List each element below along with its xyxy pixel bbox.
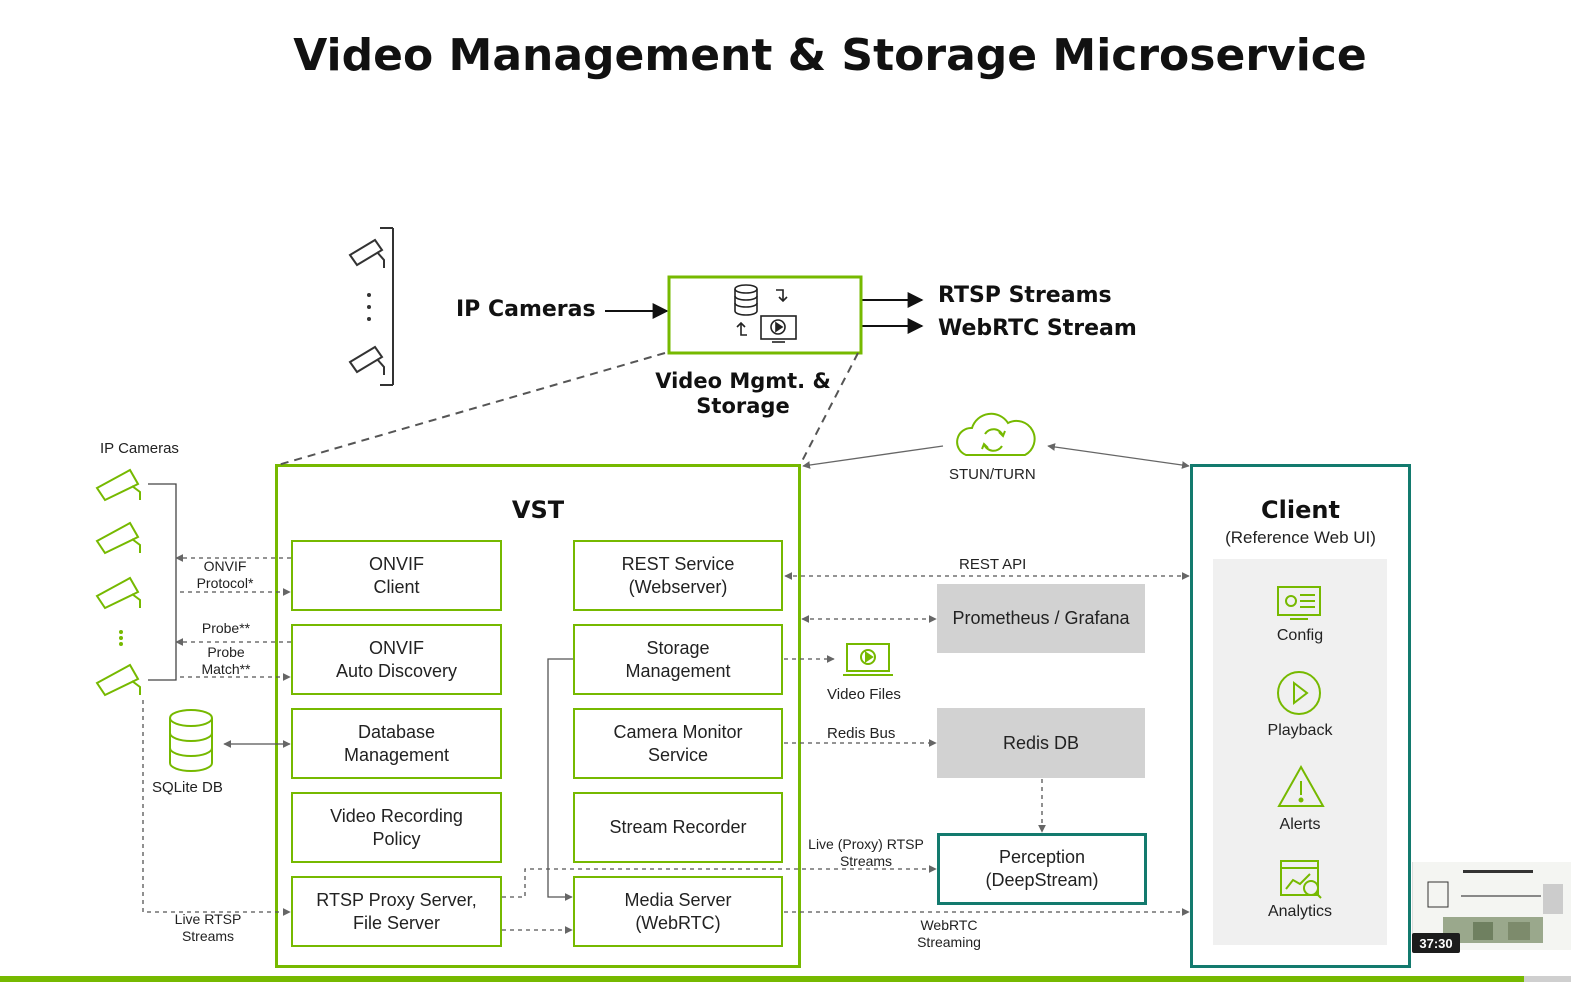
rest-service-module: REST Service (Webserver) xyxy=(573,540,783,611)
camera-monitor-module: Camera Monitor Service xyxy=(573,708,783,779)
storage-management-module: Storage Management xyxy=(573,624,783,695)
stream-recorder-module: Stream Recorder xyxy=(573,792,783,863)
video-files-icon xyxy=(843,643,893,676)
onvif-protocol-label: ONVIF Protocol* xyxy=(196,558,254,591)
video-files-label: Video Files xyxy=(827,686,901,703)
left-ip-cameras-label: IP Cameras xyxy=(100,440,179,457)
config-icon xyxy=(1277,586,1321,620)
swap-arrows-icon xyxy=(736,289,788,336)
rtsp-proxy-module: RTSP Proxy Server, File Server xyxy=(291,876,502,947)
cloud-sync-icon xyxy=(956,412,1036,456)
zoom-line-left xyxy=(277,352,666,466)
database-management-module: Database Management xyxy=(291,708,502,779)
overview-ip-cameras-label: IP Cameras xyxy=(456,297,596,322)
ip-camera-icon xyxy=(95,468,141,697)
overview-camera-icon xyxy=(348,345,385,375)
vms-overview-box xyxy=(667,275,863,355)
perception-box: Perception (DeepStream) xyxy=(937,833,1147,905)
video-timestamp: 37:30 xyxy=(1412,933,1460,953)
client-item-analytics-label: Analytics xyxy=(1267,903,1333,920)
media-server-module: Media Server (WebRTC) xyxy=(573,876,783,947)
live-proxy-label: Live (Proxy) RTSP Streams xyxy=(808,836,924,869)
vms-label: Video Mgmt. & Storage xyxy=(655,369,831,418)
overview-camera-icon xyxy=(348,227,394,386)
page-title: Video Management & Storage Microservice xyxy=(293,30,1367,81)
slide-thumbnail[interactable] xyxy=(1412,862,1571,950)
zoom-line-right xyxy=(799,352,859,466)
rest-api-label: REST API xyxy=(959,556,1027,573)
client-item-config-label: Config xyxy=(1276,627,1324,644)
live-rtsp-label: Live RTSP Streams xyxy=(174,911,242,944)
probe-label: Probe** xyxy=(201,620,251,636)
ip-camera-dots-icon xyxy=(119,630,123,646)
analytics-icon xyxy=(1280,860,1322,899)
prometheus-grafana-box: Prometheus / Grafana xyxy=(937,584,1145,653)
vst-title: VST xyxy=(511,496,565,524)
camera-bracket xyxy=(148,483,177,681)
sqlite-db-icon xyxy=(169,709,213,772)
database-icon xyxy=(734,284,758,316)
rtsp-streams-label: RTSP Streams xyxy=(938,283,1112,308)
redis-db-box: Redis DB xyxy=(937,708,1145,778)
client-title: Client xyxy=(1261,496,1340,524)
client-item-playback-label: Playback xyxy=(1267,722,1333,739)
stun-turn-label: STUN/TURN xyxy=(949,466,1036,483)
onvif-client-module: ONVIF Client xyxy=(291,540,502,611)
overview-dots-icon xyxy=(367,293,371,321)
onvif-discovery-module: ONVIF Auto Discovery xyxy=(291,624,502,695)
webrtc-stream-label: WebRTC Stream xyxy=(938,316,1137,341)
vst-container xyxy=(275,464,801,968)
client-subtitle: (Reference Web UI) xyxy=(1225,528,1376,547)
video-progress-fill xyxy=(0,976,1524,982)
monitor-play-icon xyxy=(760,315,797,343)
video-recording-policy-module: Video Recording Policy xyxy=(291,792,502,863)
client-container xyxy=(1190,464,1411,968)
sqlite-label: SQLite DB xyxy=(152,779,223,796)
thumbnail-preview-image xyxy=(1413,862,1571,950)
client-item-alerts-label: Alerts xyxy=(1279,816,1321,833)
alerts-icon xyxy=(1277,764,1325,807)
webrtc-streaming-label: WebRTC Streaming xyxy=(917,917,981,950)
redis-bus-label: Redis Bus xyxy=(827,725,896,742)
probe-match-label: Probe Match** xyxy=(201,644,251,677)
client-features-panel xyxy=(1213,559,1387,945)
playback-icon xyxy=(1277,671,1321,715)
